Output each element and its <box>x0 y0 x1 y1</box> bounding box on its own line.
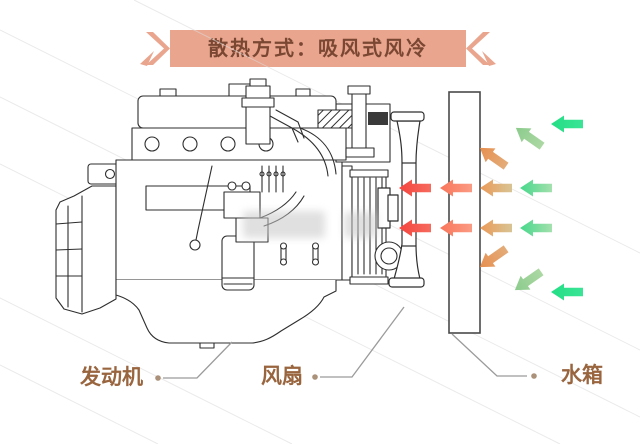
airflow-arrow <box>440 219 472 237</box>
radiator-drawing <box>448 91 481 334</box>
leader-lines <box>163 306 527 379</box>
airflow-arrow <box>480 219 512 237</box>
label-radiator: 水箱 <box>561 363 603 387</box>
airflow-arrow <box>515 127 545 150</box>
blurred-watermark-patch <box>344 212 377 238</box>
airflow-arrow <box>520 179 552 197</box>
fan-leader-line <box>320 306 405 378</box>
leader-dots <box>155 373 537 381</box>
title-banner: 散热方式：吸风式风冷 <box>140 30 496 67</box>
airflow-arrow <box>551 283 583 301</box>
radiator-leader-dot <box>531 373 537 379</box>
fan-leader-dot <box>312 374 318 380</box>
airflow-arrow <box>399 219 431 237</box>
airflow-arrows <box>399 115 583 301</box>
airflow-arrow <box>514 268 544 291</box>
engine-leader-dot <box>155 375 161 381</box>
airflow-arrow <box>479 147 509 170</box>
airflow-arrow <box>480 179 512 197</box>
ribbon-left-ornament <box>140 32 170 66</box>
ribbon-body: 散热方式：吸风式风冷 <box>170 30 466 67</box>
airflow-arrow <box>520 219 552 237</box>
fan-drawing <box>377 111 425 288</box>
blurred-watermark-patch <box>243 211 325 238</box>
label-fan: 风扇 <box>261 364 303 388</box>
airflow-arrow <box>479 245 509 268</box>
engine-leader-line <box>163 341 233 379</box>
airflow-arrow <box>440 179 472 197</box>
ribbon-right-ornament <box>466 32 496 66</box>
label-engine: 发动机 <box>80 365 143 389</box>
airflow-arrow <box>399 179 431 197</box>
airflow-arrow <box>551 115 583 133</box>
engine-drawing <box>55 78 404 349</box>
banner-title: 散热方式：吸风式风冷 <box>208 35 428 60</box>
radiator-leader-line <box>451 333 527 377</box>
